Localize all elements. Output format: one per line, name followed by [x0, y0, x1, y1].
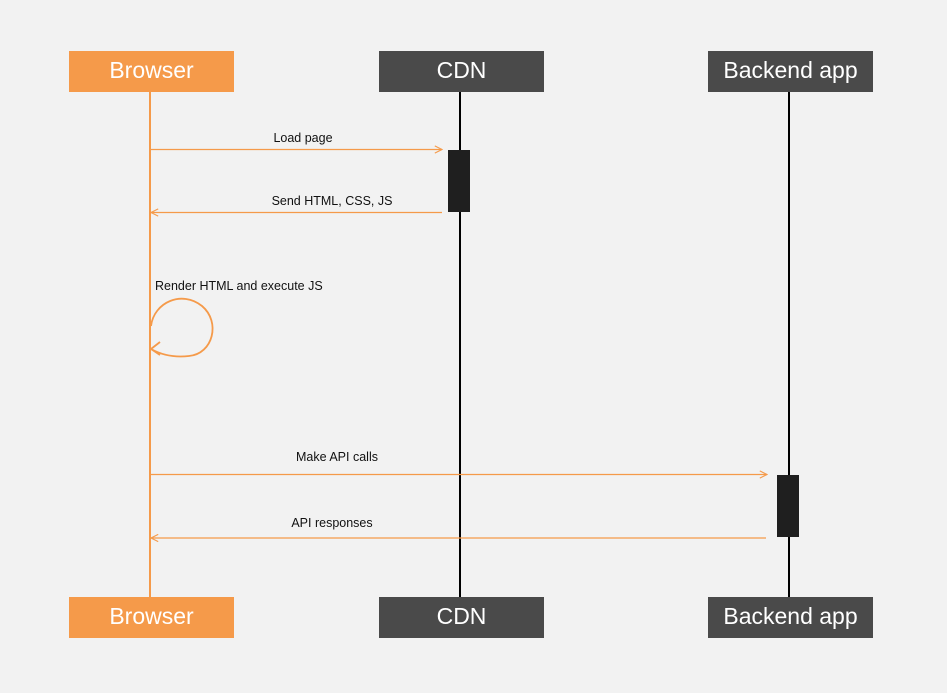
- message-api-responses: API responses: [151, 516, 766, 538]
- participant-label: Browser: [109, 603, 194, 629]
- message-label: Send HTML, CSS, JS: [272, 194, 393, 208]
- message-label: Make API calls: [296, 450, 378, 464]
- message-render-self-loop: Render HTML and execute JS: [149, 279, 323, 358]
- participant-label: Browser: [109, 57, 194, 83]
- activation-cdn: [448, 150, 470, 212]
- message-label: API responses: [291, 516, 372, 530]
- self-loop-arrow: [150, 297, 214, 358]
- participant-bottom-cdn: CDN: [379, 597, 544, 638]
- message-make-api-calls: Make API calls: [151, 450, 767, 475]
- message-send-assets: Send HTML, CSS, JS: [151, 194, 442, 213]
- participant-label: Backend app: [723, 603, 857, 629]
- self-loop-arrowhead: [149, 341, 161, 356]
- participant-label: CDN: [437, 57, 487, 83]
- message-label: Load page: [273, 131, 332, 145]
- participant-bottom-browser: Browser: [69, 597, 234, 638]
- participant-top-browser: Browser: [69, 51, 234, 92]
- activation-backend: [777, 475, 799, 537]
- message-load-page: Load page: [151, 131, 442, 150]
- participant-top-cdn: CDN: [379, 51, 544, 92]
- participant-label: Backend app: [723, 57, 857, 83]
- participant-top-backend: Backend app: [708, 51, 873, 92]
- participant-bottom-backend: Backend app: [708, 597, 873, 638]
- participant-label: CDN: [437, 603, 487, 629]
- message-label: Render HTML and execute JS: [155, 279, 323, 293]
